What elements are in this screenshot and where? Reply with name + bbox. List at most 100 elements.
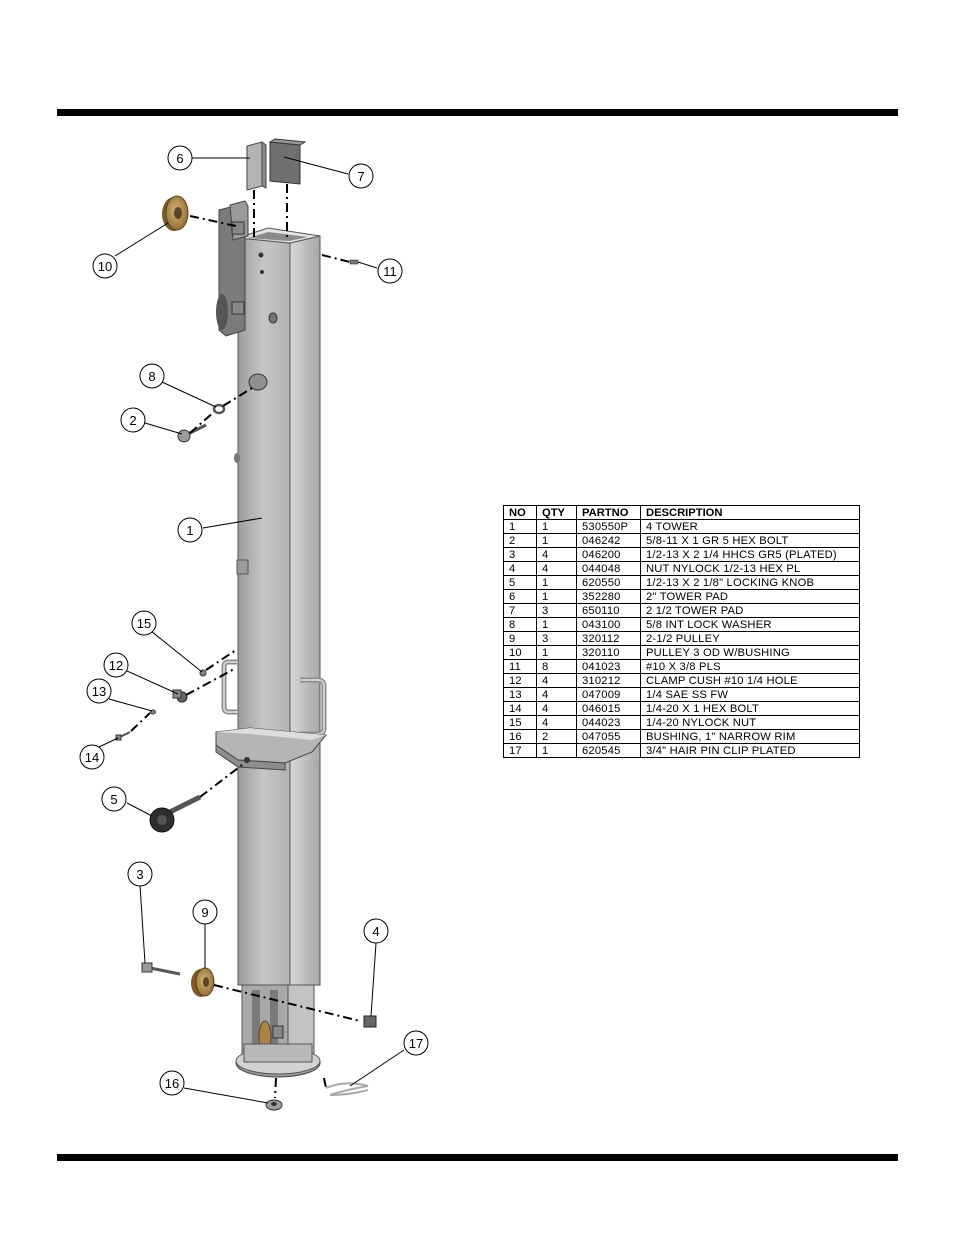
- cell-no: 15: [503, 715, 537, 730]
- cell-qty: 8: [536, 659, 577, 674]
- cell-no: 9: [503, 631, 537, 646]
- callout-7: 7: [348, 163, 374, 189]
- cell-description: 5/8-11 X 1 GR 5 HEX BOLT: [640, 533, 860, 548]
- cell-partno: 041023: [576, 659, 641, 674]
- svg-text:2: 2: [129, 413, 136, 428]
- cell-no: 10: [503, 645, 537, 660]
- svg-text:4: 4: [372, 924, 379, 939]
- svg-text:3: 3: [136, 867, 143, 882]
- callout-5: 5: [101, 786, 127, 812]
- cell-no: 14: [503, 701, 537, 716]
- cell-description: 2 1/2 TOWER PAD: [640, 603, 860, 618]
- cell-partno: 320110: [576, 645, 641, 660]
- callout-15: 15: [131, 610, 157, 636]
- cell-partno: 044048: [576, 561, 641, 576]
- cell-qty: 1: [536, 575, 577, 590]
- cell-no: 2: [503, 533, 537, 548]
- header-rule: [57, 109, 898, 116]
- cell-no: 12: [503, 673, 537, 688]
- cell-qty: 1: [536, 743, 577, 758]
- clamp-cushion-part-12: [172, 689, 188, 703]
- svg-text:9: 9: [201, 905, 208, 920]
- cell-qty: 4: [536, 701, 577, 716]
- cell-description: 1/2-13 X 2 1/8" LOCKING KNOB: [640, 575, 860, 590]
- callout-16: 16: [159, 1070, 185, 1096]
- cell-partno: 620550: [576, 575, 641, 590]
- svg-text:11: 11: [383, 264, 397, 279]
- callout-11: 11: [377, 258, 403, 284]
- svg-text:14: 14: [85, 750, 99, 765]
- cell-description: 2-1/2 PULLEY: [640, 631, 860, 646]
- cell-partno: 046015: [576, 701, 641, 716]
- cell-description: CLAMP CUSH #10 1/4 HOLE: [640, 673, 860, 688]
- cell-no: 11: [503, 659, 537, 674]
- cell-partno: 530550P: [576, 519, 641, 534]
- cell-partno: 650110: [576, 603, 641, 618]
- cell-no: 7: [503, 603, 537, 618]
- cell-description: NUT NYLOCK 1/2-13 HEX PL: [640, 561, 860, 576]
- hex-bolt-part-2: [177, 423, 207, 443]
- callout-balloons: 6 7 10 11 8 2 1 15 12 13 14 5 3 9 4 17 1…: [79, 145, 429, 1096]
- cell-qty: 1: [536, 533, 577, 548]
- cell-description: BUSHING, 1" NARROW RIM: [640, 729, 860, 744]
- cell-partno: 047009: [576, 687, 641, 702]
- svg-text:7: 7: [357, 169, 364, 184]
- callout-4: 4: [363, 918, 389, 944]
- callout-8: 8: [139, 363, 165, 389]
- cell-qty: 1: [536, 519, 577, 534]
- hex-bolt-part-3: [141, 962, 181, 976]
- cell-description: 1/2-13 X 2 1/4 HHCS GR5 (PLATED): [640, 547, 860, 562]
- cell-no: 16: [503, 729, 537, 744]
- svg-text:8: 8: [148, 369, 155, 384]
- screw-part-11: [349, 259, 359, 265]
- cell-qty: 4: [536, 547, 577, 562]
- callout-3: 3: [127, 861, 153, 887]
- cell-partno: 044023: [576, 715, 641, 730]
- cell-qty: 4: [536, 673, 577, 688]
- locking-knob-part-5: [149, 794, 202, 833]
- cell-qty: 4: [536, 715, 577, 730]
- svg-text:15: 15: [137, 616, 151, 631]
- svg-text:17: 17: [409, 1036, 423, 1051]
- nylock-nut-part-4: [363, 1015, 377, 1028]
- cell-description: 4 TOWER: [640, 519, 860, 534]
- svg-text:16: 16: [165, 1076, 179, 1091]
- callout-17: 17: [403, 1030, 429, 1056]
- cell-no: 3: [503, 547, 537, 562]
- cell-partno: 046200: [576, 547, 641, 562]
- pulley-part-9: [191, 967, 215, 997]
- callout-9: 9: [192, 899, 218, 925]
- cell-partno: 320112: [576, 631, 641, 646]
- cell-partno: 352280: [576, 589, 641, 604]
- pulley-part-10: [162, 195, 189, 231]
- cell-description: 1/4 SAE SS FW: [640, 687, 860, 702]
- cell-qty: 2: [536, 729, 577, 744]
- parts-table-header-row: NO QTY PARTNO DESCRIPTION: [503, 505, 860, 520]
- bushing-part-16: [265, 1099, 283, 1111]
- cell-description: #10 X 3/8 PLS: [640, 659, 860, 674]
- cell-qty: 1: [536, 589, 577, 604]
- cell-description: 1/4-20 X 1 HEX BOLT: [640, 701, 860, 716]
- tower-pad-part-6: [246, 141, 267, 191]
- hair-pin-clip-part-17: [325, 1082, 369, 1096]
- lock-washer-part-8: [212, 403, 226, 415]
- footer-rule: [57, 1154, 898, 1161]
- header-partno: PARTNO: [576, 505, 641, 520]
